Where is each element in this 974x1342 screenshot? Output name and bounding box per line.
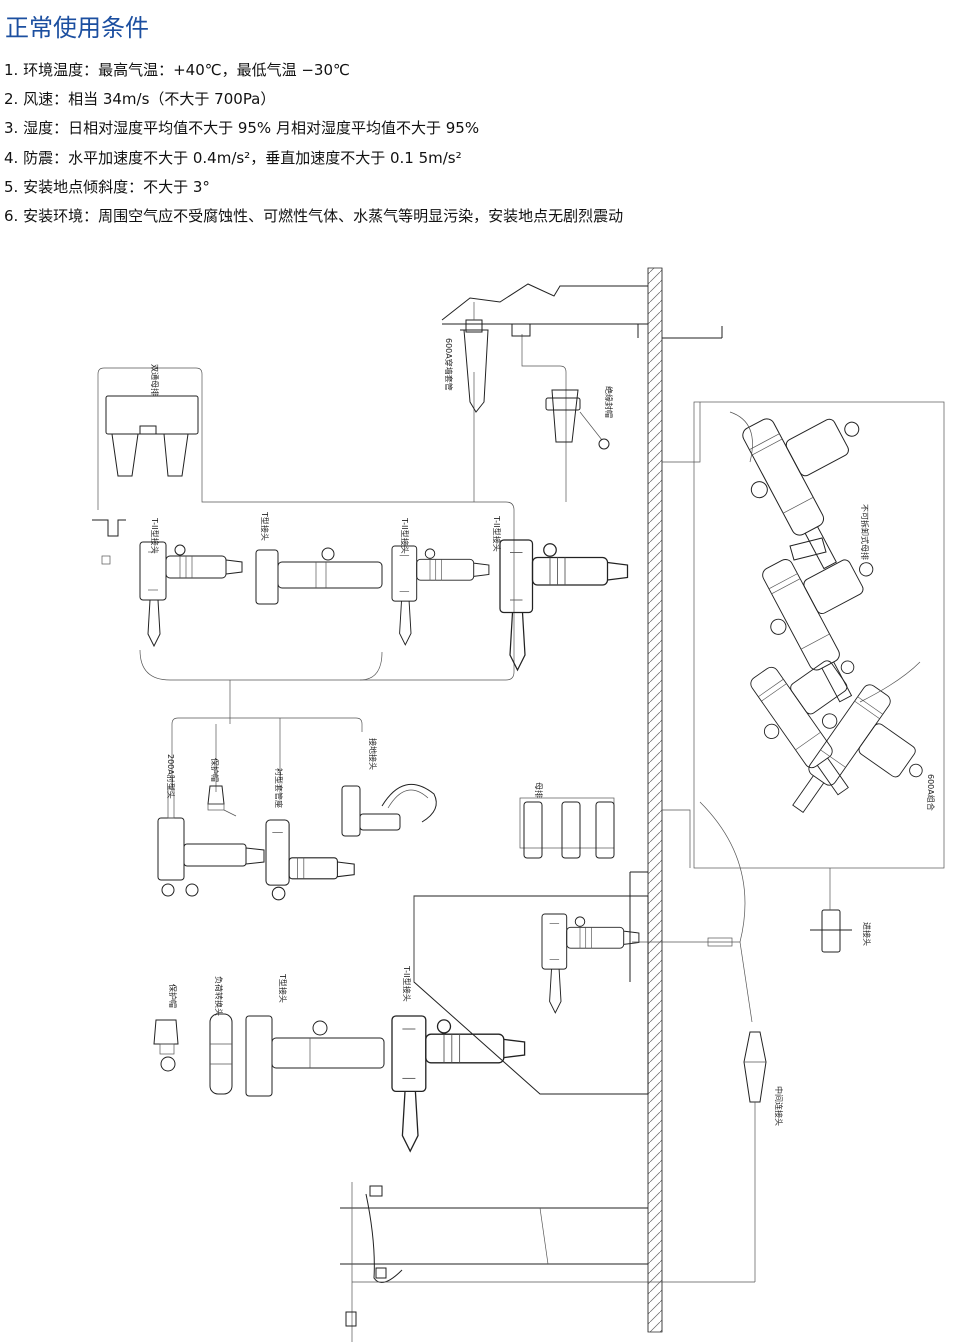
bottom-structure — [340, 1182, 755, 1342]
label-through-connector: 进接头 — [862, 922, 872, 946]
label-busbar: 母排 — [534, 782, 544, 798]
label-middle-joint: 中间连接头 — [774, 1086, 784, 1126]
condition-humidity: 3. 湿度：日相对湿度平均值不大于 95% 月相对湿度平均值不大于 95% — [4, 119, 480, 138]
label-ti-connector-a: T-II型接头 — [150, 517, 160, 554]
connector-row-top: T-II型接头 T型接头 T-II型接头 T-II型接头 — [139, 511, 629, 671]
condition-temperature: 1. 环境温度：最高气温：+40℃，最低气温 −30℃ — [4, 61, 350, 79]
label-ti-connector-b: T-II型接头 — [400, 517, 410, 554]
label-ti-connector-d: T-II型接头 — [402, 965, 412, 1002]
label-elbow-200a: 200A肘型头 — [166, 754, 176, 799]
switchgear-cabinet — [693, 401, 945, 869]
label-ground-connector: 接地接头 — [368, 738, 378, 770]
label-double-busbar: 双通母排 — [150, 364, 160, 396]
label-bushing-adapter: 衬型套管座 — [274, 768, 284, 808]
condition-seismic: 4. 防震：水平加速度不大于 0.4m/s²，垂直加速度不大于 0.1 5m/s… — [4, 148, 462, 167]
condition-environment: 6. 安装环境：周围空气应不受腐蚀性、可燃性气体、水蒸气等明显污染，安装地点无剧… — [4, 206, 624, 225]
label-bushing-600a: 600A穿墙套管 — [444, 338, 454, 391]
label-protective-cap-a: 保护帽 — [210, 758, 220, 782]
insulating-cap: 绝缘封帽 — [511, 323, 614, 450]
double-busbar: 双通母排 — [92, 364, 199, 565]
connector-application-diagram: 双通母排 600A穿墙套管 绝缘封帽 T-II型接头 — [92, 267, 948, 1342]
label-non-detachable-busbar: 不可拆卸式母排 — [860, 504, 870, 560]
label-ti-connector-c: T-II型接头 — [492, 515, 502, 552]
label-combo-600a: 600A组合 — [926, 774, 936, 811]
condition-tilt: 5. 安装地点倾斜度：不大于 3° — [4, 177, 210, 196]
middle-joint: 中间连接头 — [739, 941, 784, 1282]
label-insulating-cap: 绝缘封帽 — [604, 386, 614, 418]
label-protective-cap-b: 保护帽 — [168, 984, 178, 1008]
label-load-surge-connector: 负荷转换头 — [214, 976, 224, 1016]
building-wall — [441, 267, 723, 1333]
page-title: 正常使用条件 — [5, 14, 149, 42]
label-t-connector-a: T型接头 — [260, 511, 270, 541]
cabinet-connectors: 不可拆卸式母排 600A组合 — [699, 381, 948, 943]
condition-wind-speed: 2. 风速：相当 34m/s（不大于 700Pa） — [4, 90, 276, 109]
label-t-connector-b: T型接头 — [278, 973, 288, 1003]
accessory-group: 200A肘型头 保护帽 衬型套管座 接地接头 — [157, 738, 437, 901]
busbar-lines — [97, 334, 567, 792]
busbar-bay: 母排 — [519, 782, 615, 859]
bushing-600a: 600A穿墙套管 — [444, 302, 489, 413]
cabinet-base — [413, 895, 649, 1095]
through-connector: 进接头 — [810, 868, 872, 953]
conditions-list: 1. 环境温度：最高气温：+40℃，最低气温 −30℃ 2. 风速：相当 34m… — [4, 59, 623, 234]
connector-row-bottom: 保护帽 负荷转换头 T型接头 T-II型接头 — [153, 965, 526, 1152]
